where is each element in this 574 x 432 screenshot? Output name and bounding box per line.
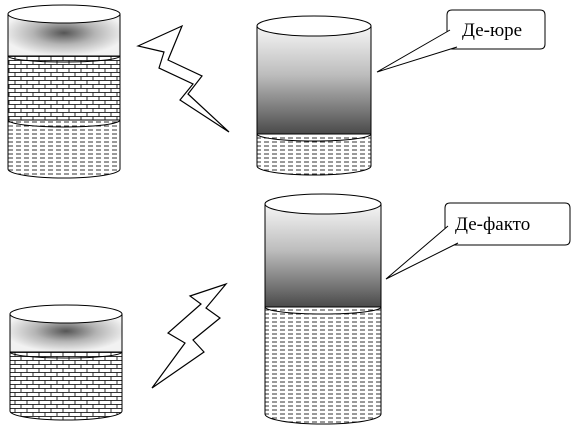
callout-de-facto-label: Де-факто — [455, 214, 531, 235]
liquid-layer — [264, 306, 382, 425]
callout-de-facto — [385, 202, 571, 280]
source-cylinder-top — [7, 4, 121, 179]
lightning-bolt-top — [136, 24, 230, 133]
liquid-layer — [7, 119, 121, 179]
gradient-layer — [264, 203, 382, 308]
lightning-bolt-bottom — [151, 282, 228, 389]
gradient-layer — [256, 25, 372, 135]
target-cylinder-top — [256, 15, 372, 176]
callout-de-jure-label: Де-юре — [462, 20, 523, 41]
callout-de-jure — [376, 9, 546, 73]
brick-layer — [9, 351, 123, 421]
source-cylinder-bottom — [9, 304, 123, 421]
liquid-layer — [256, 133, 372, 176]
target-cylinder-bottom — [264, 193, 382, 425]
brick-layer — [7, 55, 121, 121]
